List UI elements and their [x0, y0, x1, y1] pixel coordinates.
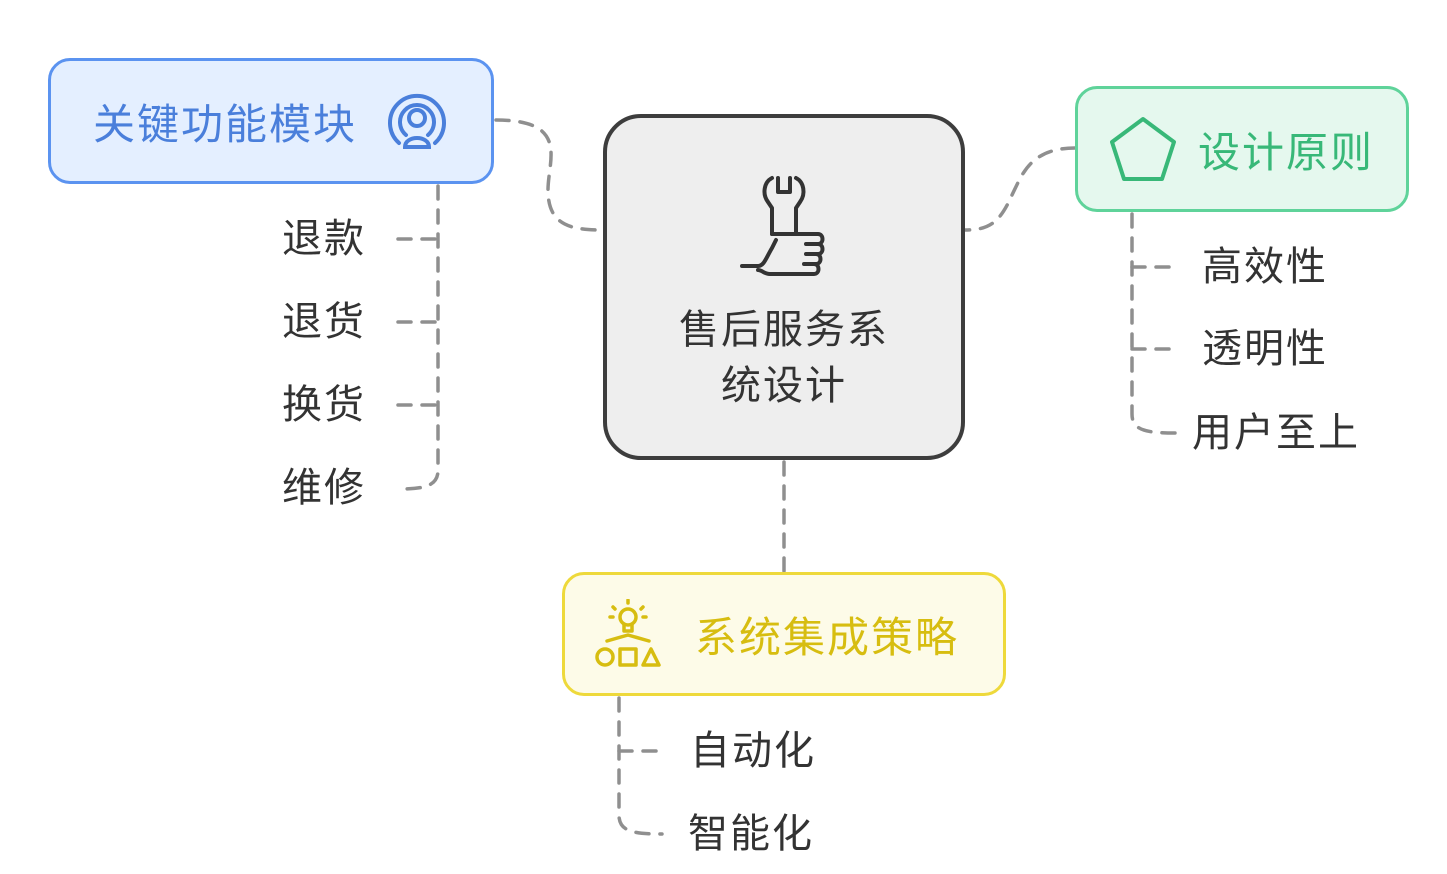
broadcast-person-icon: [388, 93, 446, 149]
node-integration-strategy: 系统集成策略: [562, 572, 1006, 696]
leaf-efficiency: 高效性: [1202, 244, 1328, 290]
center-title: 售后服务系 统设计: [679, 302, 889, 414]
center-title-line2: 统设计: [721, 363, 847, 409]
wrench-thumb-icon: [740, 176, 825, 276]
shapes-bulb-icon: [595, 599, 661, 667]
leaf-refund: 退款: [282, 216, 366, 262]
connector-modules-center: [494, 118, 605, 232]
leaf-transparency: 透明性: [1202, 326, 1328, 372]
node-integration-strategy-title: 系统集成策略: [695, 612, 960, 662]
pentagon-icon: [1110, 117, 1176, 181]
node-design-principles-title: 设计原则: [1198, 127, 1375, 177]
connector-principles-trunk: [1130, 212, 1177, 435]
node-key-modules-title: 关键功能模块: [93, 99, 358, 149]
leaf-exchange: 换货: [282, 382, 366, 428]
node-key-modules: 关键功能模块: [48, 58, 494, 184]
leaf-repair: 维修: [282, 465, 366, 511]
connector-modules-trunk: [396, 184, 440, 491]
leaf-return: 退货: [282, 299, 366, 345]
leaf-user-first: 用户至上: [1192, 410, 1360, 456]
leaf-intelligence: 智能化: [688, 811, 814, 857]
leaf-automation: 自动化: [690, 728, 816, 774]
connector-principles-center: [963, 146, 1077, 232]
node-center: 售后服务系 统设计: [603, 114, 965, 460]
center-title-line1: 售后服务系: [679, 307, 889, 353]
node-design-principles: 设计原则: [1075, 86, 1409, 212]
connector-integration-trunk: [617, 696, 664, 836]
